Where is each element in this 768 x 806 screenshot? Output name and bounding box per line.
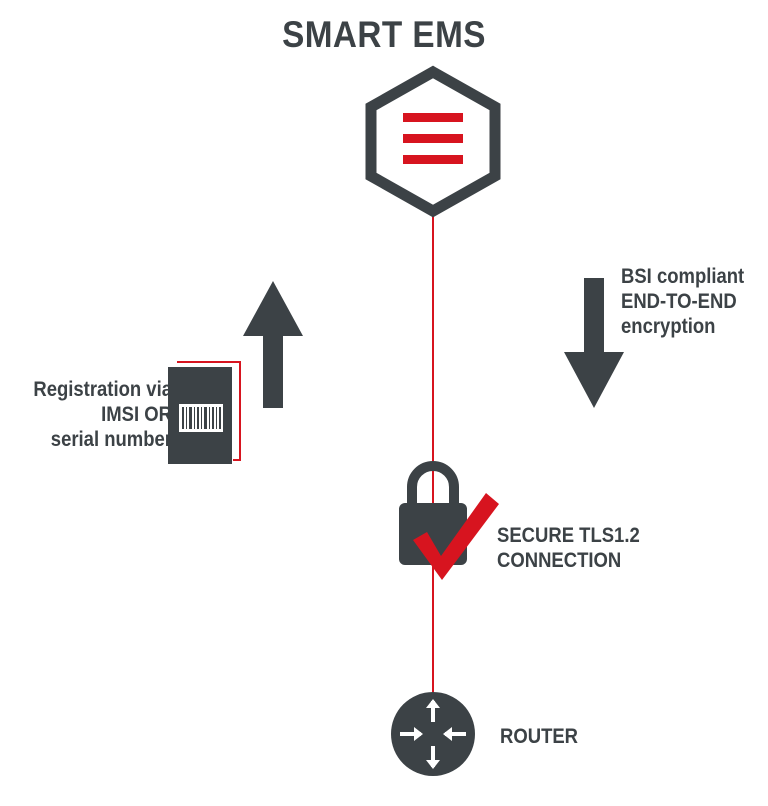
encryption-label: BSI compliant END-TO-END encryption [621, 264, 744, 339]
secure-label-line-1: SECURE TLS1.2 [497, 524, 640, 547]
encryption-label-line-2: END-TO-END [621, 290, 737, 313]
registration-label-line-3: serial number [50, 428, 172, 451]
arrow-down-icon [564, 278, 624, 408]
secure-connection-label: SECURE TLS1.2 CONNECTION [497, 523, 640, 573]
arrow-up-icon [243, 281, 303, 408]
encryption-label-line-3: encryption [621, 315, 716, 338]
padlock-checkmark-icon [399, 461, 499, 580]
router-label: ROUTER [500, 725, 579, 748]
diagram-title: SMART EMS [282, 14, 486, 55]
registration-label: Registration via IMSI OR serial number [29, 377, 172, 452]
registration-label-line-2: IMSI OR [101, 403, 172, 426]
sim-card-barcode-icon [168, 361, 241, 464]
router-icon [391, 692, 475, 776]
encryption-label-line-1: BSI compliant [621, 265, 745, 288]
secure-label-line-2: CONNECTION [497, 549, 622, 572]
registration-label-line-1: Registration via [33, 378, 173, 401]
smart-ems-hexagon-icon [365, 65, 501, 218]
